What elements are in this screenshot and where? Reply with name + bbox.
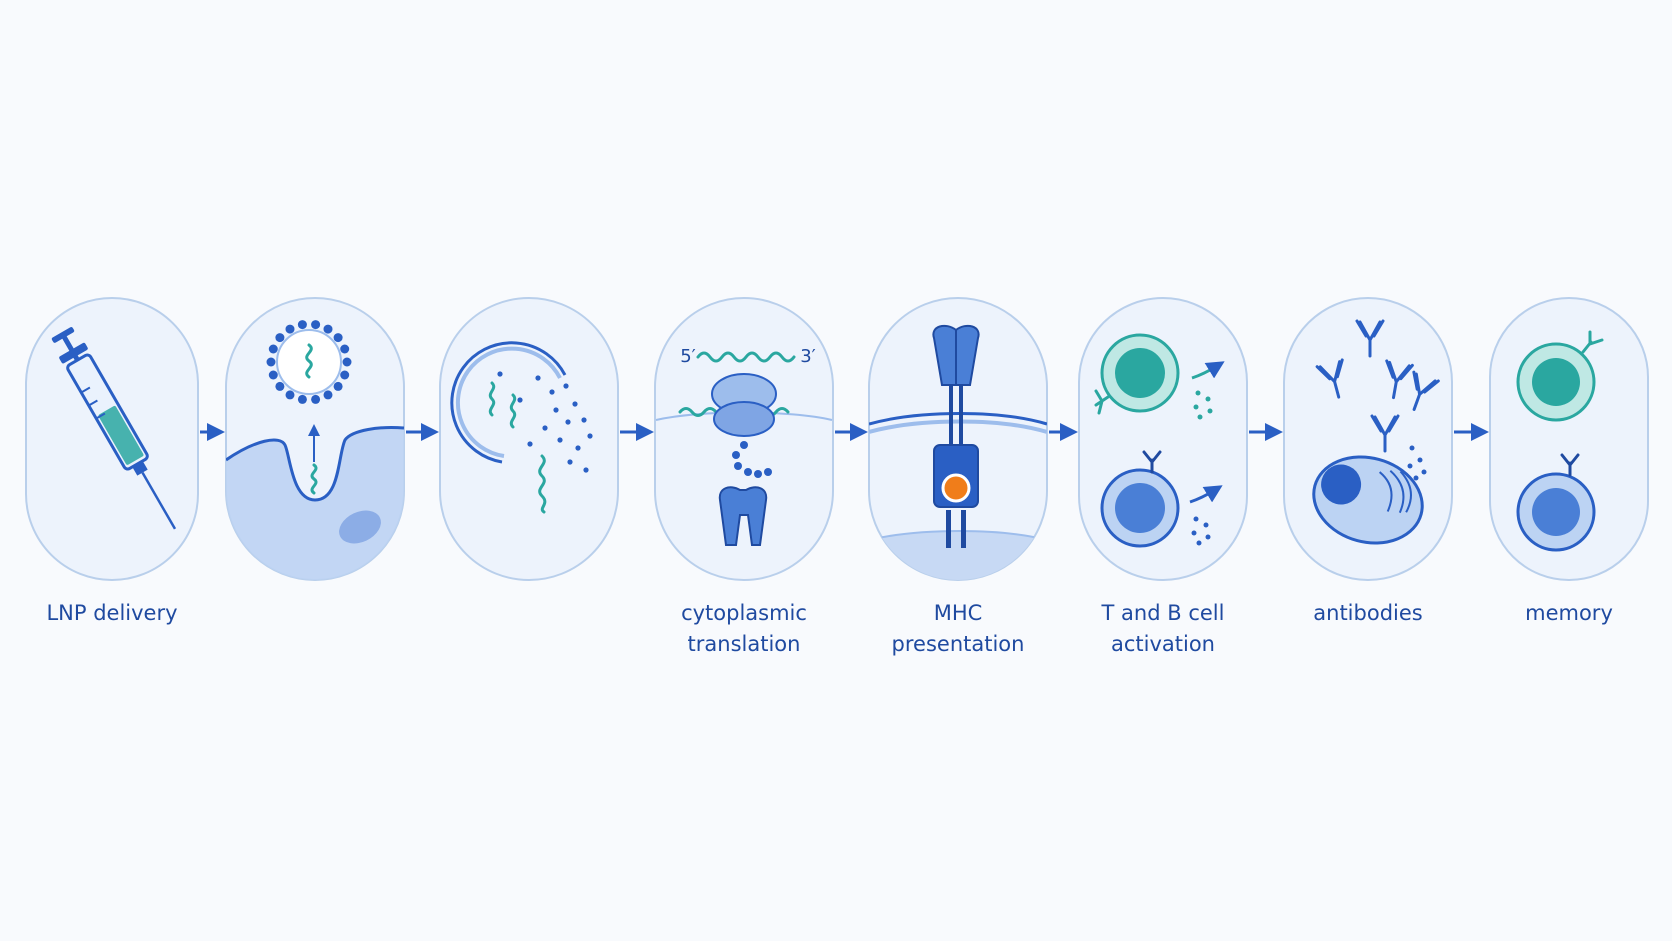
lnp-delivery-panel (25, 297, 199, 581)
memory-panel (1489, 297, 1649, 581)
ribosome-icon (711, 373, 777, 437)
caption-translation: cytoplasmic translation (681, 601, 807, 656)
memory-t-cell-icon (1516, 330, 1604, 422)
endocytosis-panel (225, 297, 405, 581)
caption-antibodies: antibodies (1313, 601, 1423, 625)
peptide-antigen (941, 473, 971, 503)
antibody-icon (1412, 370, 1440, 411)
t-cell-receptor-icon (932, 324, 980, 445)
released-mrna (538, 454, 547, 514)
panel-pill (654, 297, 834, 581)
antibodies-panel (1283, 297, 1453, 581)
lnp-particle-icon (266, 320, 352, 404)
caption-mhc: MHC presentation (891, 601, 1025, 656)
endosomal-escape-panel (439, 297, 619, 581)
mrna-strand (696, 351, 796, 363)
nucleus-icon (339, 510, 381, 544)
t-cell-icon (1094, 333, 1180, 415)
endosome-outline (450, 341, 567, 464)
activation-panel (1078, 297, 1248, 581)
caption-activation: T and B cell activation (1101, 601, 1225, 656)
panel-pill (439, 297, 619, 581)
three-prime-label: 3′ (800, 346, 816, 367)
protein-icon (718, 486, 768, 546)
translation-panel: 5′ 3′ (654, 297, 834, 581)
caption-memory: memory (1525, 601, 1613, 625)
mhc-panel (868, 297, 1048, 581)
antibody-icon (1385, 359, 1414, 400)
five-prime-label: 5′ (680, 346, 696, 367)
caption-lnp: LNP delivery (46, 601, 178, 625)
antibody-icon (1370, 414, 1400, 453)
mhc-molecule-icon (933, 444, 979, 548)
antibody-icon (1355, 319, 1385, 358)
plasma-cell-icon (1312, 455, 1424, 545)
b-cell-icon (1100, 450, 1180, 548)
memory-b-cell-icon (1516, 453, 1596, 552)
antibody-icon (1315, 358, 1344, 399)
syringe-icon (51, 327, 177, 530)
peptide-chain (732, 441, 772, 478)
